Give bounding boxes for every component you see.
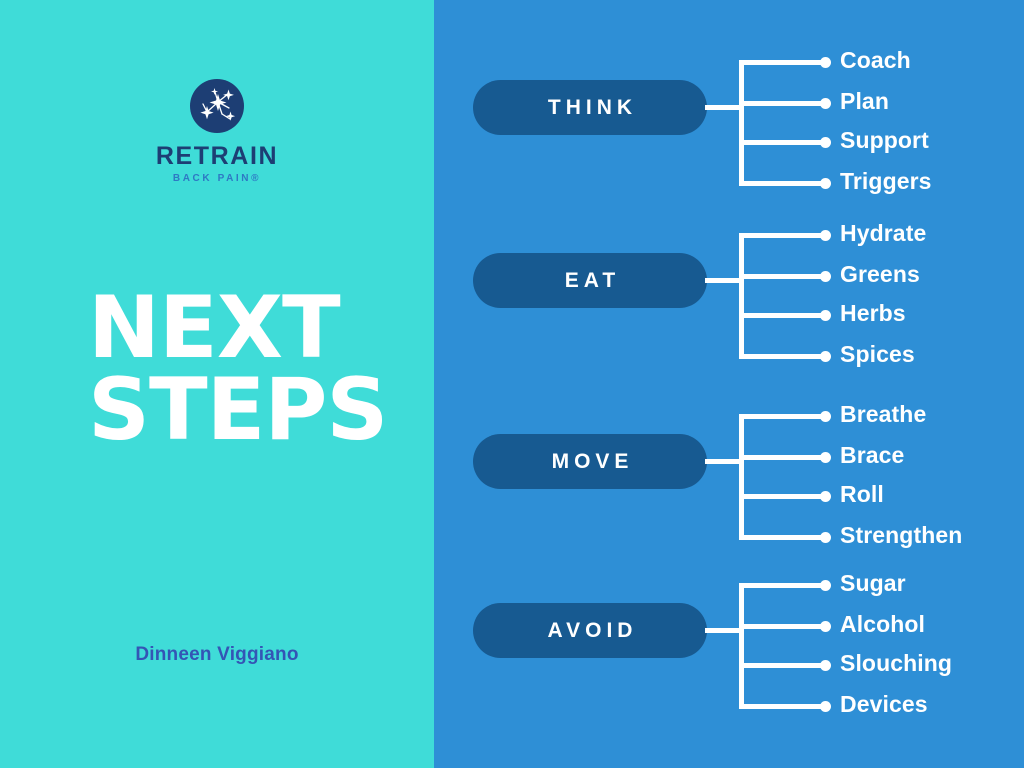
leaf-label[interactable]: Triggers [840,168,932,194]
branch-endpoint-dot [820,98,831,109]
mindmap-group-think: THINK Coach Plan Support Triggers [434,18,1024,198]
leaf-label[interactable]: Brace [840,442,905,468]
branch-endpoint-dot [820,411,831,422]
branch-endpoint-dot [820,57,831,68]
pill-connector-line [705,278,743,283]
leaf-label[interactable]: Support [840,127,929,153]
branch-endpoint-dot [820,137,831,148]
branch-line [739,354,825,359]
branch-line [739,704,825,709]
leaf-label[interactable]: Devices [840,691,928,717]
branch-line [739,274,825,279]
leaf-label[interactable]: Hydrate [840,220,927,246]
category-pill-label: THINK [547,95,638,119]
leaf-label[interactable]: Strengthen [840,522,963,548]
title-line-2: STEPS [88,359,388,460]
category-pill-label: AVOID [547,618,638,642]
logo-wordmark: RETRAIN [155,142,279,170]
branch-endpoint-dot [820,310,831,321]
branch-endpoint-dot [820,452,831,463]
branch-line [739,233,825,238]
mindmap-group-avoid: AVOID Sugar Alcohol Slouching Devices [434,541,1024,721]
branch-line [739,414,825,419]
category-pill-label: MOVE [551,449,634,473]
branch-endpoint-dot [820,660,831,671]
starburst-network-circle-icon [189,78,245,134]
leaf-label[interactable]: Roll [840,481,884,507]
branch-line [739,140,825,145]
branch-endpoint-dot [820,271,831,282]
branch-line [739,313,825,318]
branch-spine [739,62,744,184]
pill-connector-line [705,105,743,110]
leaf-label[interactable]: Plan [840,88,889,114]
title-line-1: NEXT [88,278,341,378]
branch-endpoint-dot [820,532,831,543]
mindmap-group-move: MOVE Breathe Brace Roll Strengthen [434,372,1024,552]
leaf-label[interactable]: Spices [840,341,915,367]
leaf-label[interactable]: Coach [840,47,911,73]
branch-line [739,624,825,629]
branch-line [739,583,825,588]
category-pill-move[interactable]: MOVE [473,434,707,489]
brand-logo: RETRAIN BACK PAIN® [0,78,434,184]
leaf-label[interactable]: Sugar [840,570,906,596]
left-panel: RETRAIN BACK PAIN® NEXT STEPS Dinneen Vi… [0,0,434,768]
leaf-label[interactable]: Greens [840,261,920,287]
leaf-label[interactable]: Breathe [840,401,927,427]
branch-line [739,60,825,65]
branch-endpoint-dot [820,621,831,632]
leaf-label[interactable]: Slouching [840,650,953,676]
leaf-label[interactable]: Alcohol [840,611,926,637]
branch-line [739,535,825,540]
logo-tagline: BACK PAIN® [172,173,262,184]
author-name: Dinneen Viggiano [135,644,299,665]
leaf-label[interactable]: Herbs [840,300,906,326]
branch-endpoint-dot [820,351,831,362]
branch-line [739,455,825,460]
branch-endpoint-dot [820,491,831,502]
category-pill-eat[interactable]: EAT [473,253,707,308]
branch-spine [739,416,744,538]
right-panel: THINK Coach Plan Support Triggers EAT [434,0,1024,768]
branch-endpoint-dot [820,178,831,189]
branch-line [739,663,825,668]
branch-line [739,101,825,106]
mindmap-group-eat: EAT Hydrate Greens Herbs Spices [434,191,1024,371]
category-pill-label: EAT [564,268,621,292]
pill-connector-line [705,628,743,633]
branch-spine [739,585,744,707]
branch-spine [739,235,744,357]
branch-endpoint-dot [820,230,831,241]
category-pill-think[interactable]: THINK [473,80,707,135]
category-pill-avoid[interactable]: AVOID [473,603,707,658]
branch-endpoint-dot [820,701,831,712]
branch-endpoint-dot [820,580,831,591]
pill-connector-line [705,459,743,464]
branch-line [739,494,825,499]
branch-line [739,181,825,186]
page-title: NEXT STEPS [88,278,418,460]
